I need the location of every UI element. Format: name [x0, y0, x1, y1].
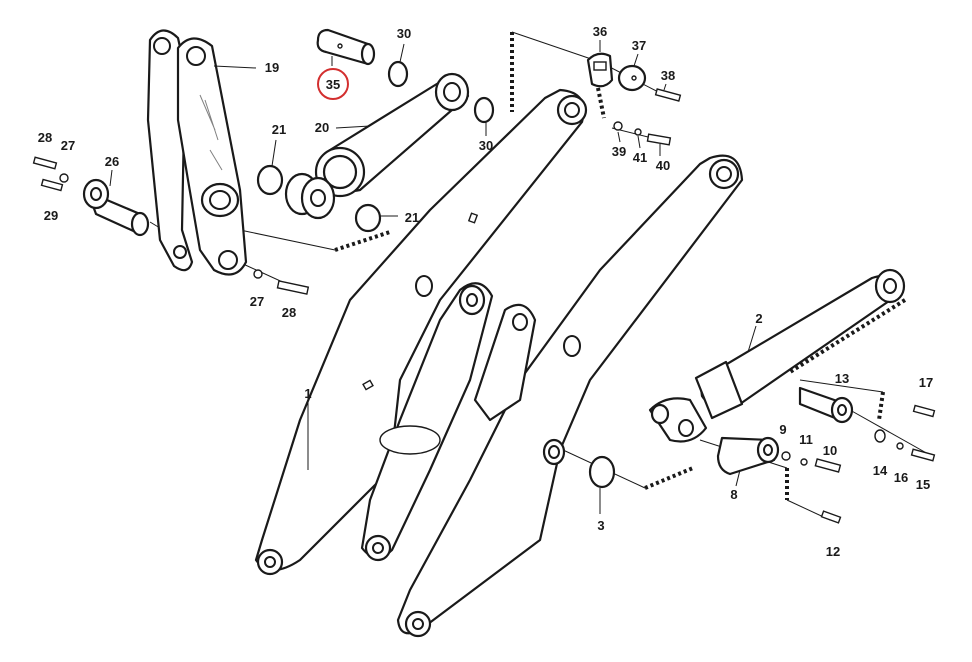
callout-38[interactable]: 38 — [661, 68, 675, 83]
callout-14[interactable]: 14 — [873, 463, 888, 478]
callout-30-top[interactable]: 30 — [397, 26, 411, 41]
hardware-parts-9-12 — [781, 451, 842, 524]
callout-12[interactable]: 12 — [826, 544, 840, 559]
o-ring-part-30 — [387, 60, 495, 124]
leader-lines — [109, 40, 757, 514]
callout-9[interactable]: 9 — [779, 422, 786, 437]
callout-30-right[interactable]: 30 — [479, 138, 493, 153]
callout-26[interactable]: 26 — [105, 154, 119, 169]
callout-27-top[interactable]: 27 — [61, 138, 75, 153]
callout-28-bottom[interactable]: 28 — [282, 305, 296, 320]
callout-16[interactable]: 16 — [894, 470, 908, 485]
callout-21-bottom[interactable]: 21 — [405, 210, 419, 225]
callout-19[interactable]: 19 — [265, 60, 279, 75]
pin-part-13 — [798, 386, 936, 462]
bushing-part-21 — [256, 164, 382, 233]
pin-part-26 — [32, 156, 150, 237]
cylinder-part-20 — [314, 72, 470, 198]
callout-1[interactable]: 1 — [304, 386, 311, 401]
hardware-parts-36-41 — [586, 52, 682, 146]
callout-13[interactable]: 13 — [835, 371, 849, 386]
callout-3[interactable]: 3 — [597, 518, 604, 533]
bolt-part-28 — [253, 269, 310, 295]
dashed-guides — [334, 32, 907, 500]
boom-arm-part-1 — [254, 88, 588, 576]
callout-36[interactable]: 36 — [593, 24, 607, 39]
pin-part-8 — [716, 436, 780, 476]
callout-41[interactable]: 41 — [633, 150, 647, 165]
callout-35[interactable]: 35 — [326, 77, 340, 92]
callout-15[interactable]: 15 — [916, 477, 930, 492]
callout-11[interactable]: 11 — [799, 432, 813, 447]
callout-17[interactable]: 17 — [919, 375, 933, 390]
lever-bracket-part-19 — [146, 29, 248, 276]
callout-28-top[interactable]: 28 — [38, 130, 52, 145]
callout-37[interactable]: 37 — [632, 38, 646, 53]
highlight-circle — [317, 68, 349, 100]
callout-8[interactable]: 8 — [730, 487, 737, 502]
callout-21-top[interactable]: 21 — [272, 122, 286, 137]
callout-27-bottom[interactable]: 27 — [250, 294, 264, 309]
boom-arm-front — [396, 154, 744, 638]
callout-labels: 1 2 3 8 9 10 11 12 13 14 15 16 17 19 20 … — [38, 24, 933, 559]
o-ring-part-3 — [588, 455, 616, 489]
callout-40[interactable]: 40 — [656, 158, 670, 173]
pin-part-35 — [316, 28, 376, 66]
cylinder-part-2 — [648, 268, 906, 443]
callout-2[interactable]: 2 — [755, 311, 762, 326]
callout-10[interactable]: 10 — [823, 443, 837, 458]
callout-20[interactable]: 20 — [315, 120, 329, 135]
callout-39[interactable]: 39 — [612, 144, 626, 159]
callout-29[interactable]: 29 — [44, 208, 58, 223]
center-link — [360, 282, 494, 562]
